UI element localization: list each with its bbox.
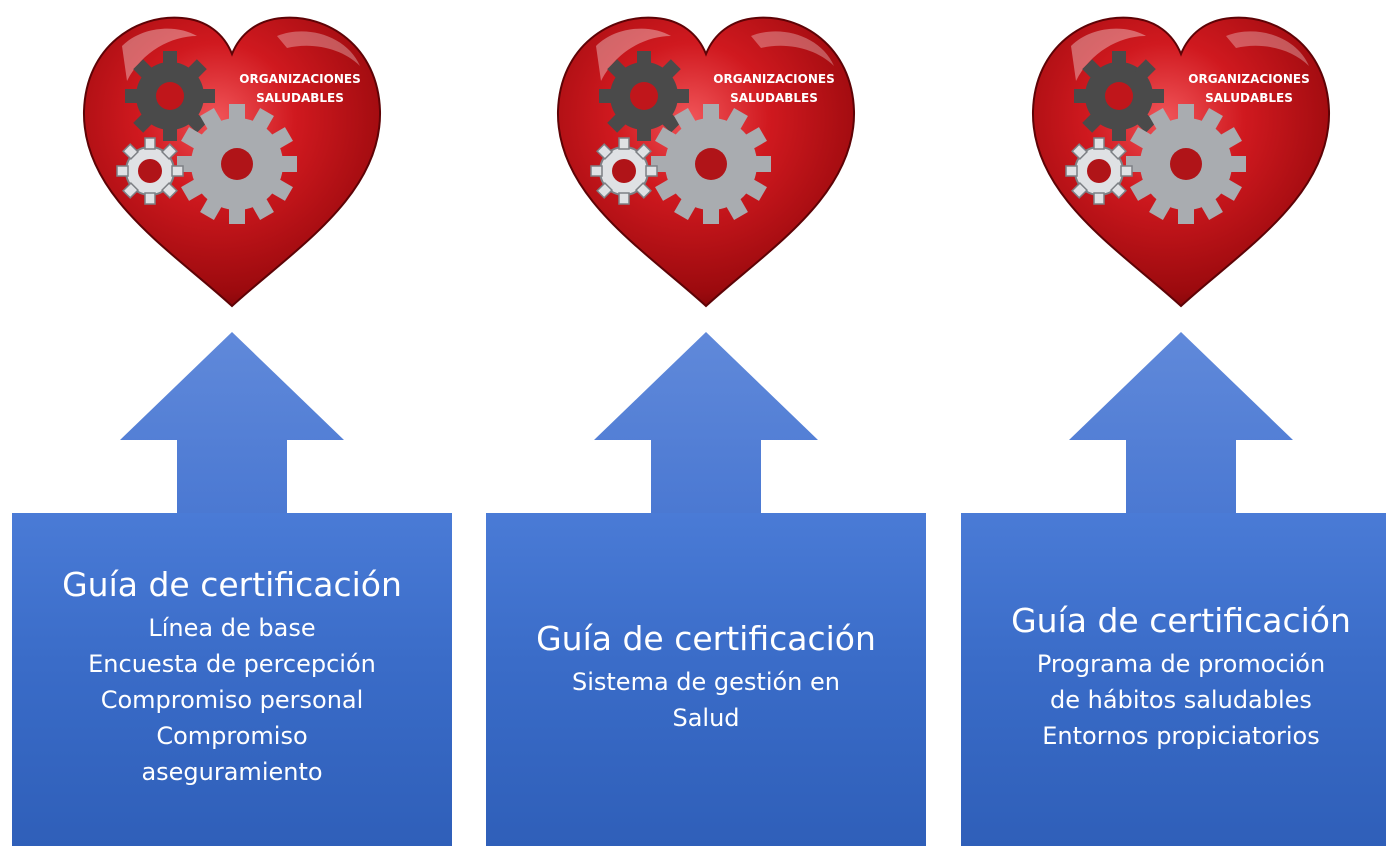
gear-icon	[177, 104, 297, 224]
gear-icon	[1065, 137, 1133, 205]
gear-icon	[116, 137, 184, 205]
box-item-list: Sistema de gestión en Salud	[572, 664, 840, 736]
gear-icon	[125, 51, 215, 141]
heart-label-line-1: ORGANIZACIONES	[713, 72, 834, 86]
list-item: Línea de base	[148, 613, 316, 642]
list-item: Programa de promoción	[1036, 649, 1326, 678]
list-item: Encuesta de percepción	[88, 649, 376, 678]
box-title: Guía de certificación	[62, 564, 402, 604]
heart-logo-2: ORGANIZACIONES SALUDABLES	[536, 6, 876, 316]
column-3: ORGANIZACIONES SALUDABLES Guía de certif…	[961, 0, 1386, 846]
list-item: Compromiso personal	[100, 685, 364, 714]
list-item: Salud	[672, 703, 740, 732]
heart-label-line-2: SALUDABLES	[1205, 91, 1293, 105]
box-title: Guía de certificación	[1011, 600, 1351, 640]
gear-icon	[651, 104, 771, 224]
heart-label-line-2: SALUDABLES	[256, 91, 344, 105]
gear-icon	[590, 137, 658, 205]
box-item-list: Programa de promoción de hábitos saludab…	[1037, 646, 1325, 754]
gear-icon	[1074, 51, 1164, 141]
heart-logo-3: ORGANIZACIONES SALUDABLES	[1011, 6, 1351, 316]
heart-label-line-1: ORGANIZACIONES	[239, 72, 360, 86]
list-item: de hábitos saludables	[1050, 685, 1312, 714]
list-item: Sistema de gestión en	[571, 667, 840, 696]
list-item: Entornos propiciatorios	[1042, 721, 1320, 750]
certification-box-3: Guía de certificación Programa de promoc…	[961, 513, 1386, 846]
list-item: aseguramiento	[141, 757, 323, 786]
box-item-list: Línea de base Encuesta de percepción Com…	[88, 610, 376, 790]
certification-box-1: Guía de certificación Línea de base Encu…	[12, 513, 452, 846]
gear-icon	[599, 51, 689, 141]
list-item: Compromiso	[156, 721, 308, 750]
heart-label-line-1: ORGANIZACIONES	[1188, 72, 1309, 86]
column-2: ORGANIZACIONES SALUDABLES Guía de certif…	[486, 0, 926, 846]
heart-label-line-2: SALUDABLES	[730, 91, 818, 105]
column-1: ORGANIZACIONES SALUDABLES Guía de certif…	[12, 0, 452, 846]
heart-logo-1: ORGANIZACIONES SALUDABLES	[62, 6, 402, 316]
box-title: Guía de certificación	[536, 618, 876, 658]
certification-box-2: Guía de certificación Sistema de gestión…	[486, 513, 926, 846]
